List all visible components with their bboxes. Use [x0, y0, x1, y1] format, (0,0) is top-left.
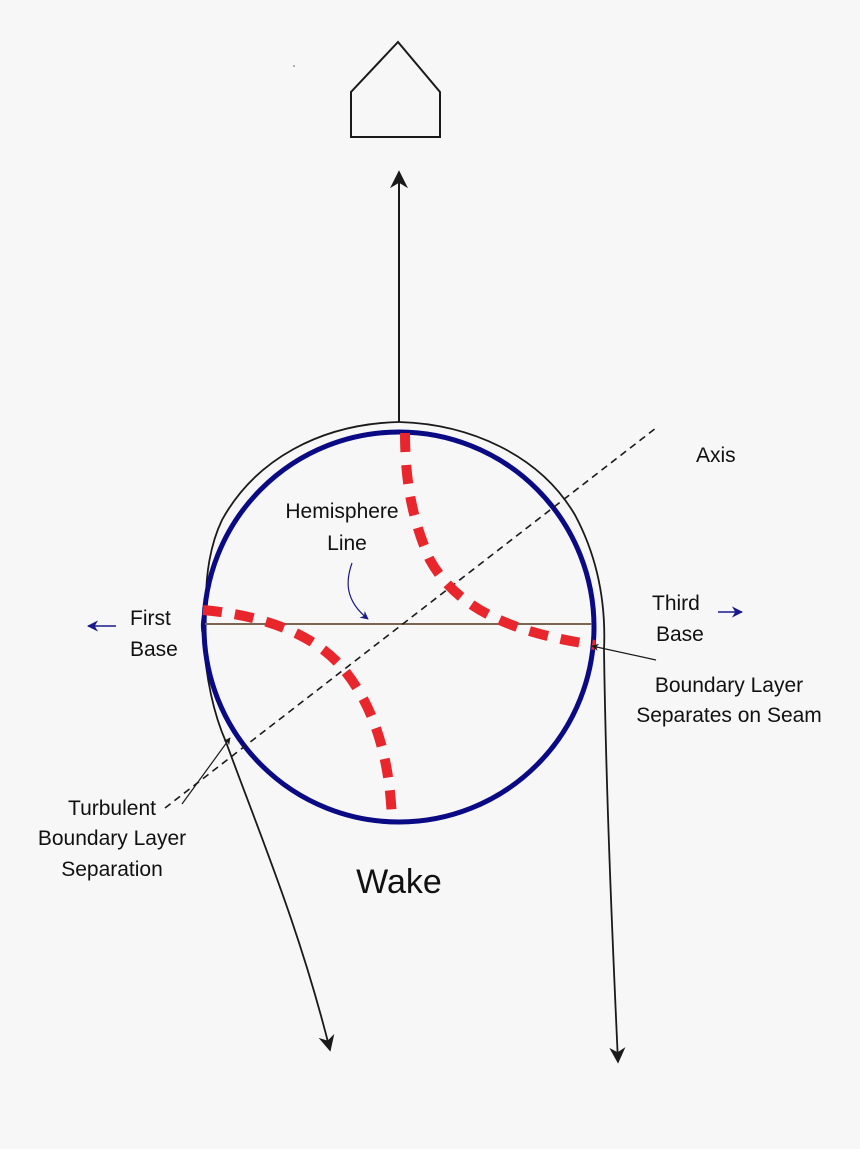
turbulent-separation-pointer — [181, 737, 231, 805]
seam-separation-pointer — [591, 643, 657, 661]
wake-label: Wake — [356, 863, 442, 901]
third-base-label-line2: Base — [656, 623, 704, 646]
hemisphere-pointer — [347, 562, 369, 620]
hemisphere-label-line2: Line — [327, 532, 367, 555]
seam-separation-label-line1: Boundary Layer — [655, 674, 803, 697]
first-base-label-line1: First — [130, 607, 171, 630]
third-base-label-line1: Third — [652, 592, 700, 615]
airflow-right-line — [398, 421, 626, 1064]
spin-axis-line — [164, 427, 657, 809]
baseball-outline — [201, 429, 597, 825]
turbulent-label-line2: Boundary Layer — [38, 827, 186, 850]
seam-separation-label-line2: Separates on Seam — [636, 704, 822, 727]
stray-dot — [293, 65, 295, 67]
turbulent-label-line3: Separation — [61, 858, 163, 881]
home-plate-icon — [350, 40, 441, 138]
hemisphere-label-line1: Hemisphere — [285, 500, 398, 523]
axis-label: Axis — [696, 444, 736, 467]
first-base-label-line2: Base — [130, 638, 178, 661]
turbulent-label-line1: Turbulent — [68, 797, 156, 820]
seam-upper-right — [400, 432, 596, 650]
seam-lower-left — [202, 605, 397, 822]
